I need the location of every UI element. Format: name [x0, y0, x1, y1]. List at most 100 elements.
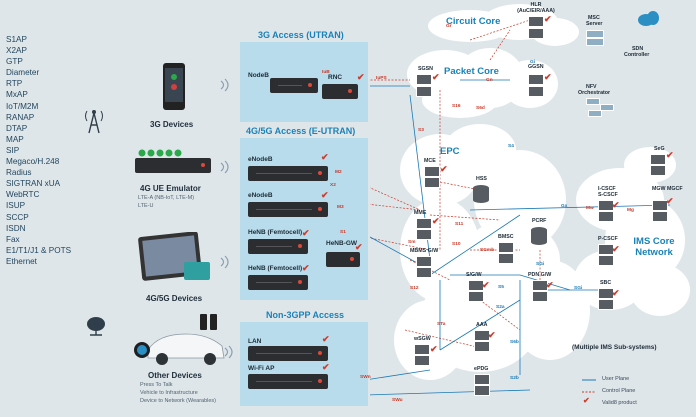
protocol-item: Radius	[6, 168, 32, 178]
other-sub-2: Vehicle to Infrastructure	[140, 390, 198, 396]
valid8-check-icon: ✔	[357, 72, 365, 82]
wireless-signal-icon	[220, 78, 229, 92]
ggsn-server	[528, 74, 544, 85]
mme-server	[416, 218, 432, 229]
sbc-server	[598, 299, 614, 310]
lan-appliance	[248, 346, 328, 361]
valid8-check-icon: ✔	[482, 280, 490, 290]
protocol-item: ISUP	[6, 201, 26, 211]
mgw-server	[652, 200, 668, 211]
edge-label-sgi: SGi	[536, 262, 545, 267]
epdg-server	[474, 374, 490, 385]
pcscf-server	[598, 244, 614, 255]
mce-server	[424, 166, 440, 177]
legend-user-plane: User Plane	[602, 376, 630, 382]
bmsc-label: BMSC	[498, 234, 514, 240]
mgw-server	[652, 211, 668, 222]
seg-server	[650, 165, 666, 176]
protocol-item: S1AP	[6, 35, 27, 44]
nfv-server	[600, 104, 614, 111]
edge-label-m3: M3	[337, 205, 344, 210]
sgsn-server	[416, 74, 432, 85]
edge-label-s6b: S6b	[510, 340, 519, 345]
edge-label-s10: S10	[452, 242, 461, 247]
edge-label-s11: S11	[455, 222, 464, 227]
lan-label: LAN	[248, 338, 262, 345]
sgsn-server	[416, 86, 432, 97]
mce-label: MCE	[424, 158, 436, 164]
non3gpp-panel	[240, 322, 368, 406]
nfv-label: NFV	[586, 84, 597, 90]
edge-label-s2a: S2a	[496, 305, 505, 310]
valid8-check-icon: ✔	[546, 280, 554, 290]
protocol-item: E1/T1/J1 & POTS	[6, 245, 72, 255]
valid8-check-icon: ✔	[612, 200, 620, 210]
device-label-other: Other Devices	[148, 371, 202, 380]
antenna-icon	[85, 110, 103, 134]
legend-control-plane: Control Plane	[602, 388, 636, 394]
nodeb-appliance	[270, 78, 318, 93]
embms-server	[416, 267, 432, 278]
valid8-check-icon: ✔	[612, 288, 620, 298]
mce-server	[424, 177, 440, 188]
edge-label-s3: S3	[418, 128, 424, 133]
sdn-controller-label: Controller	[624, 52, 650, 58]
sgw-server	[468, 280, 484, 291]
protocol-item: MxAP	[6, 90, 28, 100]
ue-emulator-icon	[135, 149, 211, 173]
hlr-server	[528, 16, 544, 27]
henb-1-appliance	[248, 239, 308, 254]
pcscf-server	[598, 255, 614, 266]
edge-label-gn: Gn	[486, 78, 493, 83]
edge-label-s5: S5	[498, 285, 504, 290]
wsgw-label: wSGW	[414, 336, 431, 342]
valid8-check-icon: ✔	[430, 344, 438, 354]
enodeb-1-label: eNodeB	[248, 156, 273, 163]
protocol-item: ISDN	[6, 223, 26, 233]
rnc-appliance	[322, 84, 358, 99]
protocol-item: IoT/M2M	[6, 101, 39, 111]
embms-server	[416, 256, 432, 267]
nfv-orchestrator-label: Orchestrator	[578, 90, 611, 96]
protocol-item: MAP	[6, 134, 24, 144]
car-and-watch-icon	[134, 314, 225, 365]
embms-label: MBMS G/W	[410, 248, 439, 254]
tablet-icon	[138, 232, 210, 281]
legend-valid8-check-icon: ✔	[583, 396, 590, 405]
edge-label-s1: S1	[340, 230, 346, 235]
edge-label-mg: Mg	[627, 208, 634, 213]
sdn-label: SDN	[632, 46, 644, 52]
protocol-item: GTP	[6, 57, 23, 67]
seg-server	[650, 154, 666, 165]
msc-label: MSC	[588, 15, 600, 21]
edge-label-gx: Gx	[561, 204, 568, 209]
edge-label-sgi-2: SGi	[574, 286, 583, 291]
edge-label-m2: M2	[335, 170, 342, 175]
sgw-server	[468, 291, 484, 302]
valid8-check-icon: ✔	[488, 330, 496, 340]
hlr-server	[528, 28, 544, 39]
valid8-check-icon: ✔	[322, 334, 330, 344]
protocol-item: Megaco/H.248	[6, 157, 60, 167]
edge-label-s12: S12	[410, 286, 419, 291]
msc-server-label: Server	[586, 21, 603, 27]
database-icon	[531, 227, 547, 245]
valid8-check-icon: ✔	[355, 242, 363, 252]
nfv-server	[586, 98, 600, 105]
edge-label-sta: STa	[437, 322, 446, 327]
circuit-core-title: Circuit Core	[446, 16, 501, 27]
database-icon	[473, 185, 489, 203]
protocol-item: SIP	[6, 145, 20, 155]
edge-label-s6d: S6d	[476, 106, 485, 111]
sgsn-label: SGSN	[418, 66, 434, 72]
ims-core-title: IMS Core Network	[633, 236, 675, 258]
protocol-item: SIGTRAN xUA	[6, 179, 61, 189]
edge-label-s16: S16	[452, 104, 461, 109]
aaa-server	[474, 341, 490, 352]
edge-label-iups: IuPS	[376, 76, 387, 81]
edge-label-gi: Gi	[530, 60, 536, 65]
mme-label: MME	[414, 210, 427, 216]
mme-server	[416, 229, 432, 240]
sbc-label: SBC	[600, 280, 612, 286]
